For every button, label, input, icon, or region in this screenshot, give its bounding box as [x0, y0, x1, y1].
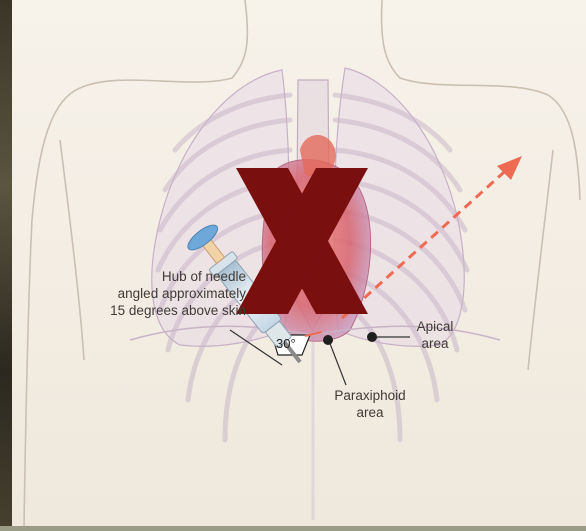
- apical-label: Apical area: [405, 318, 465, 352]
- apical-label-line-2: area: [405, 335, 465, 352]
- paraxiphoid-label-line-1: Paraxiphoid: [322, 387, 418, 404]
- apical-point: [367, 332, 377, 342]
- hub-label-line-3: 15 degrees above skin: [64, 302, 246, 319]
- hub-label-line-2: angled approximately: [64, 285, 246, 302]
- angle-label: 30°: [276, 336, 296, 351]
- paraxiphoid-label-line-2: area: [322, 404, 418, 421]
- paraxiphoid-label: Paraxiphoid area: [322, 387, 418, 421]
- paraxiphoid-point: [323, 335, 333, 345]
- apical-label-line-1: Apical: [405, 318, 465, 335]
- hub-label-line-1: Hub of needle: [64, 268, 246, 285]
- bottom-photo-edge: [0, 526, 586, 531]
- hub-label: Hub of needle angled approximately 15 de…: [64, 268, 246, 319]
